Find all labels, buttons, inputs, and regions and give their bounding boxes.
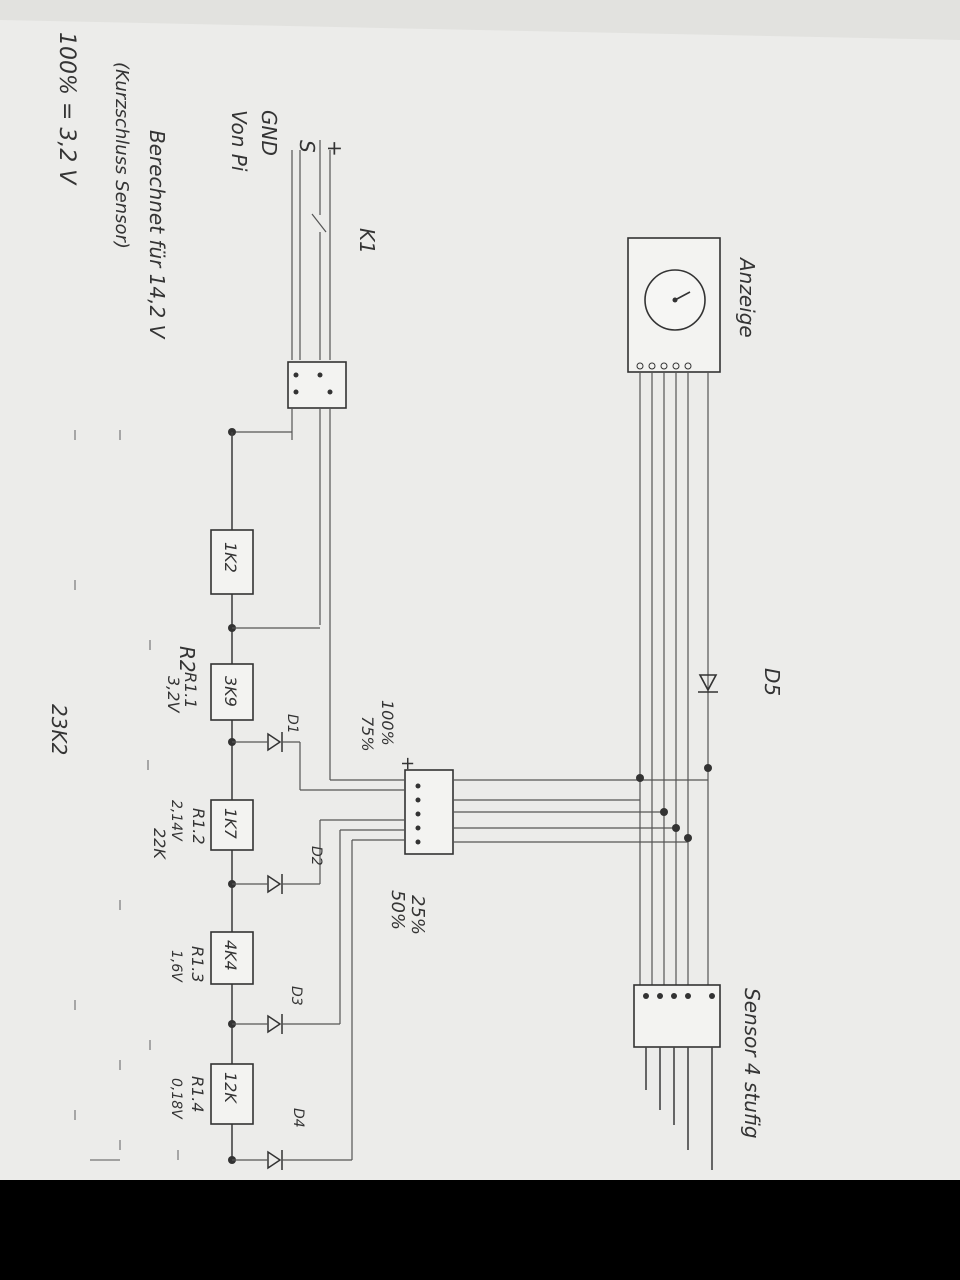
r1-2-voltage: 2,14V xyxy=(168,800,184,842)
dashed-baselines xyxy=(74,430,179,1161)
level-connector xyxy=(404,769,454,855)
relay-k1 xyxy=(287,361,347,409)
diode-d1 xyxy=(232,732,301,790)
diode-d3 xyxy=(232,830,341,1034)
pct-50-label: 50% xyxy=(387,890,408,930)
pct-75-label: 75% xyxy=(358,716,377,752)
r1-4-label: R1.4 xyxy=(188,1076,207,1113)
resistor-1k7 xyxy=(210,799,254,851)
diode-d4 xyxy=(232,840,353,1170)
paper xyxy=(0,0,960,1180)
resistor-12k xyxy=(210,1063,254,1125)
pi-plus-label: + xyxy=(323,140,347,157)
pi-gnd-label: GND xyxy=(257,110,281,156)
resistor-4k4 xyxy=(210,931,254,985)
relay-label: K1 xyxy=(355,228,379,254)
r-1k2-label: 1K2 xyxy=(221,542,240,573)
pi-s-label: S xyxy=(295,140,319,153)
d5-label: D5 xyxy=(760,668,784,696)
r1-3-label: R1.3 xyxy=(188,946,207,983)
conn-plus-label: + xyxy=(397,756,418,771)
sensor-label: Sensor 4 stufig xyxy=(740,988,764,1139)
d4-label: D4 xyxy=(290,1108,306,1128)
r2-label: R2 xyxy=(175,646,199,673)
r-1k7-label: 1K7 xyxy=(221,808,240,840)
note-line2: (Kurzschluss Sensor) xyxy=(111,62,132,249)
r1-1-voltage: 3,2V xyxy=(164,676,183,713)
display-gauge xyxy=(627,237,721,373)
pct-25-label: 25% xyxy=(407,895,428,935)
sensor-block xyxy=(633,984,721,1170)
r1-4-voltage: 0,18V xyxy=(168,1078,184,1120)
r-4k4-label: 4K4 xyxy=(221,940,240,971)
d2-label: D2 xyxy=(308,846,324,866)
display-label: Anzeige xyxy=(735,256,759,338)
diode-d2 xyxy=(232,820,321,894)
d3-label: D3 xyxy=(288,986,304,1006)
r-3k9-label: 3K9 xyxy=(221,676,240,707)
d1-label: D1 xyxy=(284,714,300,734)
resistor-3k9 xyxy=(210,663,254,721)
r1-2-sum: 22K xyxy=(150,828,169,860)
total-label: 23K2 xyxy=(47,704,71,755)
note-line3: 100% = 3,2 V xyxy=(54,32,79,186)
from-pi-label: Von Pi xyxy=(227,110,251,172)
r-12k-label: 12K xyxy=(221,1072,240,1104)
r1-1-label: R1.1 xyxy=(181,672,200,709)
r1-2-label: R1.2 xyxy=(189,808,208,845)
note-line1: Berechnet für 14,2 V xyxy=(145,130,169,340)
diode-d5 xyxy=(698,674,718,693)
resistor-1k2 xyxy=(210,529,254,595)
r1-3-voltage: 1,6V xyxy=(168,950,184,983)
pct-100-label: 100% xyxy=(378,700,397,746)
